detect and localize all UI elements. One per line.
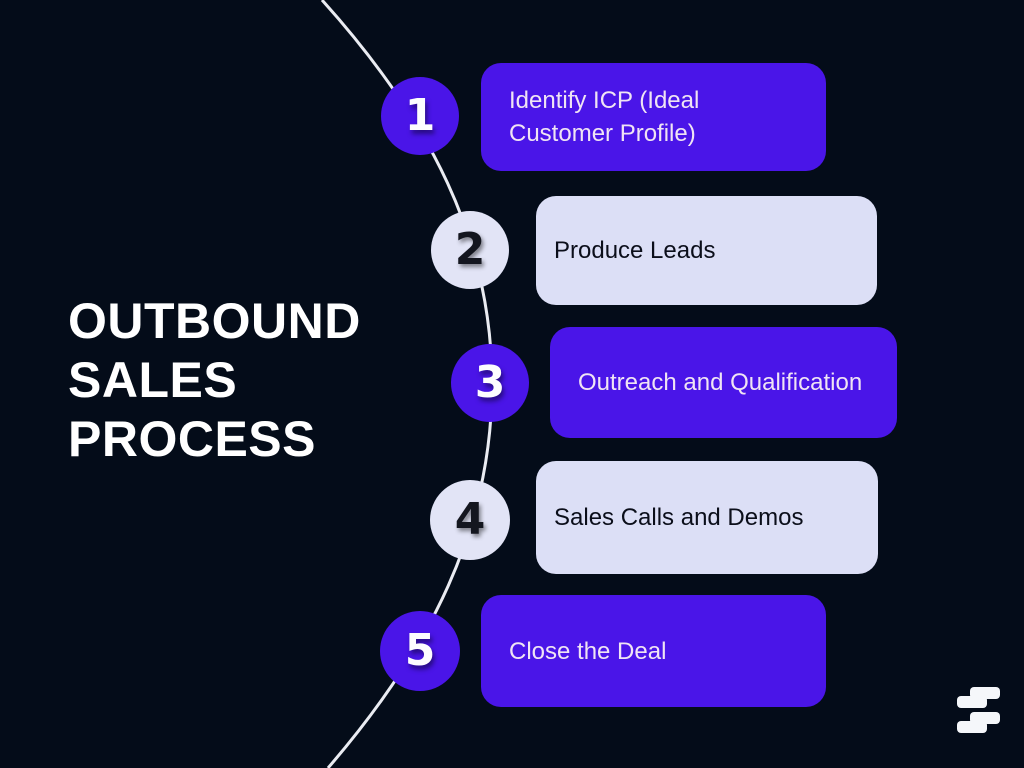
s-mark-logo — [957, 687, 1000, 733]
step-3-label-card: Outreach and Qualification — [550, 327, 897, 438]
step-label: Outreach and Qualification — [578, 369, 863, 396]
step-label: Close the Deal — [509, 637, 667, 665]
step-number: 3 — [474, 357, 506, 408]
step-label: Produce Leads — [554, 237, 716, 264]
title-line: OUTBOUND — [68, 293, 361, 349]
page-title: OUTBOUND SALES PROCESS — [68, 292, 361, 469]
step-4-number-badge: 4 — [430, 480, 510, 560]
step-4-label-card: Sales Calls and Demos — [536, 461, 878, 574]
step-number: 5 — [404, 625, 436, 676]
step-label: Identify ICP (Ideal Customer Profile) — [509, 87, 700, 147]
step-label: Sales Calls and Demos — [554, 504, 804, 531]
title-line: PROCESS — [68, 411, 317, 467]
step-2-label-card: Produce Leads — [536, 196, 877, 305]
step-number: 1 — [404, 90, 436, 141]
step-5-label-card: Close the Deal — [481, 595, 826, 707]
title-line: SALES — [68, 352, 238, 408]
step-number: 2 — [454, 224, 486, 275]
step-3-number-badge: 3 — [451, 344, 529, 422]
step-1-label-card: Identify ICP (Ideal Customer Profile) — [481, 63, 826, 171]
step-2-number-badge: 2 — [431, 211, 509, 289]
step-5-number-badge: 5 — [380, 611, 460, 691]
step-1-number-badge: 1 — [381, 77, 459, 155]
step-number: 4 — [454, 494, 486, 545]
